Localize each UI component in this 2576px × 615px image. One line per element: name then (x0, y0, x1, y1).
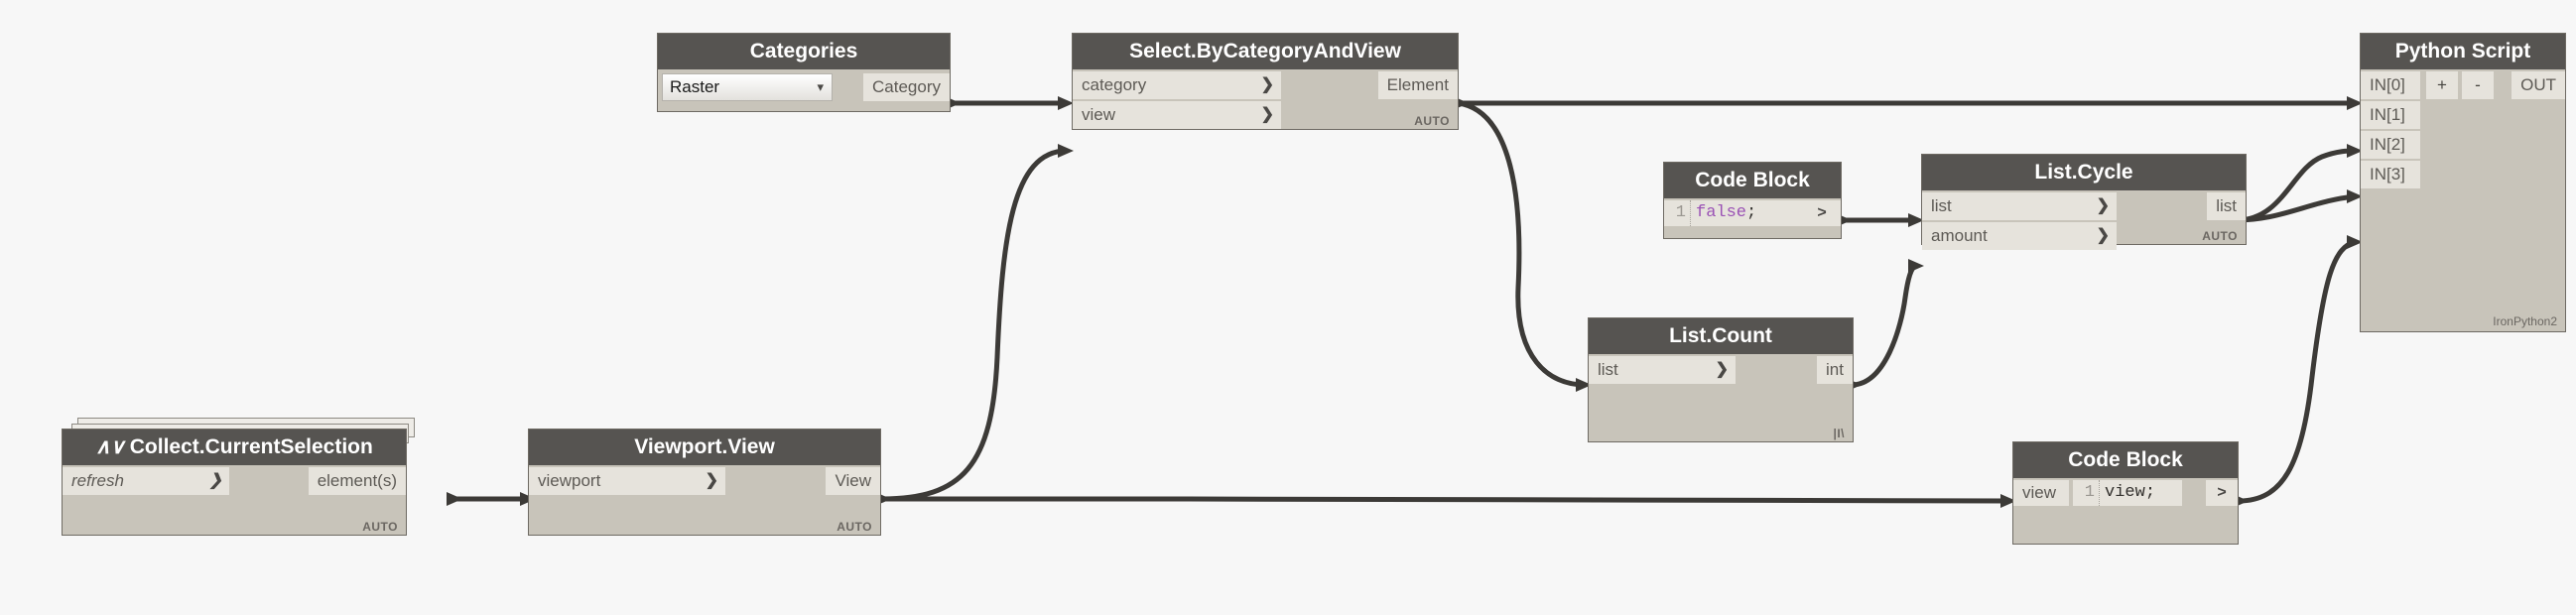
input-port-label: list (1598, 360, 1618, 379)
output-port-chevron[interactable]: > (2206, 480, 2238, 506)
output-port-int[interactable]: int (1817, 356, 1853, 384)
node-python-script[interactable]: Python Script IN[0] + - OUT IN[1] (2360, 33, 2566, 332)
node-list-cycle[interactable]: List.Cycle list ❯ list amount ❯ AUTO (1921, 154, 2247, 250)
output-port-elements[interactable]: element(s) (308, 467, 406, 495)
node-code-block-view[interactable]: Code Block view 1 view; > (2012, 441, 2239, 545)
node-select-by-category-and-view[interactable]: Select.ByCategoryAndView category ❯ Elem… (1072, 33, 1459, 130)
node-title: Select.ByCategoryAndView (1073, 34, 1458, 69)
output-port-label: list (2216, 196, 2237, 215)
lacing-badge[interactable]: AUTO (2202, 229, 2238, 243)
input-port-refresh[interactable]: refresh ❯ (63, 467, 229, 495)
input-port-label: refresh (71, 471, 124, 490)
code-identifier: view (2105, 483, 2145, 502)
wire-count-to-amount (1849, 263, 1920, 388)
input-port-in1[interactable]: IN[1] (2361, 101, 2420, 129)
python-engine-label: IronPython2 (2493, 314, 2557, 328)
chevron-right-icon: > (2217, 484, 2227, 501)
node-title: Code Block (2013, 442, 2238, 478)
code-keyword: false (1696, 203, 1747, 222)
code-tail: ; (2144, 483, 2156, 502)
input-port-label: view (2022, 483, 2057, 502)
input-port-label: IN[2] (2370, 135, 2405, 154)
category-dropdown[interactable]: Raster ▾ (662, 73, 833, 101)
input-port-view[interactable]: view ❯ (1073, 101, 1281, 129)
input-port-list[interactable]: list ❯ (1922, 192, 2117, 220)
input-port-category[interactable]: category ❯ (1073, 71, 1281, 99)
lacing-badge[interactable]: AUTO (837, 520, 872, 534)
node-viewport-view[interactable]: Viewport.View viewport ❯ View AUTO (528, 429, 881, 536)
input-port-label: IN[1] (2370, 105, 2405, 124)
input-port-in0[interactable]: IN[0] (2361, 71, 2420, 99)
line-number: 1 (1664, 200, 1691, 226)
input-port-label: amount (1931, 226, 1988, 245)
node-categories[interactable]: Categories Raster ▾ Category (657, 33, 951, 112)
minus-icon: - (2475, 75, 2481, 94)
chevron-right-icon: ❯ (2096, 197, 2110, 214)
remove-input-button[interactable]: - (2462, 71, 2494, 99)
chevron-down-icon: ▾ (817, 79, 824, 94)
node-title: List.Count (1589, 318, 1853, 354)
chevron-right-icon: ❯ (2096, 227, 2110, 244)
node-list-count[interactable]: List.Count list ❯ int |I\ (1588, 317, 1854, 442)
node-title: Python Script (2361, 34, 2565, 69)
node-title: Categories (658, 34, 950, 69)
input-port-label: viewport (538, 471, 601, 490)
output-port-out[interactable]: OUT (2512, 71, 2565, 99)
node-code-block-false[interactable]: Code Block 1 false; > (1663, 162, 1842, 239)
line-number: 1 (2073, 480, 2100, 506)
output-port-label: OUT (2520, 75, 2556, 94)
output-port-list[interactable]: list (2207, 192, 2246, 220)
node-title-text: Collect.CurrentSelection (129, 435, 373, 458)
input-port-label: IN[0] (2370, 75, 2405, 94)
code-block-editor[interactable]: 1 view; (2073, 480, 2182, 506)
package-icon: ∧∨ (95, 435, 125, 458)
node-title: Code Block (1664, 163, 1841, 198)
chevron-right-icon: > (1817, 204, 1827, 221)
output-port-chevron[interactable]: > (1803, 200, 1841, 226)
chevron-right-icon: ❯ (1715, 361, 1729, 378)
input-port-amount[interactable]: amount ❯ (1922, 222, 2117, 250)
lacing-badge[interactable]: AUTO (1414, 114, 1450, 128)
output-port-element[interactable]: Element (1377, 71, 1458, 99)
input-port-in3[interactable]: IN[3] (2361, 161, 2420, 188)
output-port-label: element(s) (317, 471, 397, 490)
node-collect-current-selection[interactable]: ∧∨ Collect.CurrentSelection refresh ❯ el… (62, 429, 407, 536)
wire-view-to-select (878, 148, 1070, 502)
input-port-label: view (1082, 105, 1116, 124)
node-title: List.Cycle (1922, 155, 2246, 190)
lacing-badge[interactable]: |I\ (1833, 427, 1845, 440)
input-port-view[interactable]: view (2013, 480, 2069, 506)
code-block-editor[interactable]: 1 false; (1664, 200, 1803, 226)
node-title: ∧∨ Collect.CurrentSelection (63, 430, 406, 465)
output-port-view[interactable]: View (826, 467, 880, 495)
wire-cycle-to-in1 (2234, 148, 2359, 223)
wire-view-to-codeblock (878, 496, 2011, 504)
wire-cbview-to-in3 (2236, 239, 2359, 504)
output-port-category[interactable]: Category (863, 73, 950, 101)
input-port-list[interactable]: list ❯ (1589, 356, 1736, 384)
node-title: Viewport.View (529, 430, 880, 465)
input-port-label: list (1931, 196, 1952, 215)
add-input-button[interactable]: + (2426, 71, 2458, 99)
code-tail: ; (1746, 203, 1757, 222)
wire-cycle-to-in2 (2234, 193, 2359, 223)
input-port-in2[interactable]: IN[2] (2361, 131, 2420, 159)
chevron-right-icon: ❯ (1260, 76, 1274, 93)
output-port-label: int (1826, 360, 1844, 379)
input-port-viewport[interactable]: viewport ❯ (529, 467, 725, 495)
lacing-badge[interactable]: AUTO (362, 520, 398, 534)
output-port-label: Element (1386, 75, 1449, 94)
dropdown-value: Raster (670, 77, 720, 96)
output-port-label: Category (872, 77, 941, 96)
input-port-label: IN[3] (2370, 165, 2405, 184)
input-port-label: category (1082, 75, 1147, 94)
chevron-right-icon: ❯ (208, 472, 222, 489)
wire-element-to-listcount (1456, 100, 1588, 388)
chevron-right-icon: ❯ (705, 472, 718, 489)
output-port-label: View (835, 471, 871, 490)
chevron-right-icon: ❯ (1260, 106, 1274, 123)
plus-icon: + (2437, 75, 2447, 94)
